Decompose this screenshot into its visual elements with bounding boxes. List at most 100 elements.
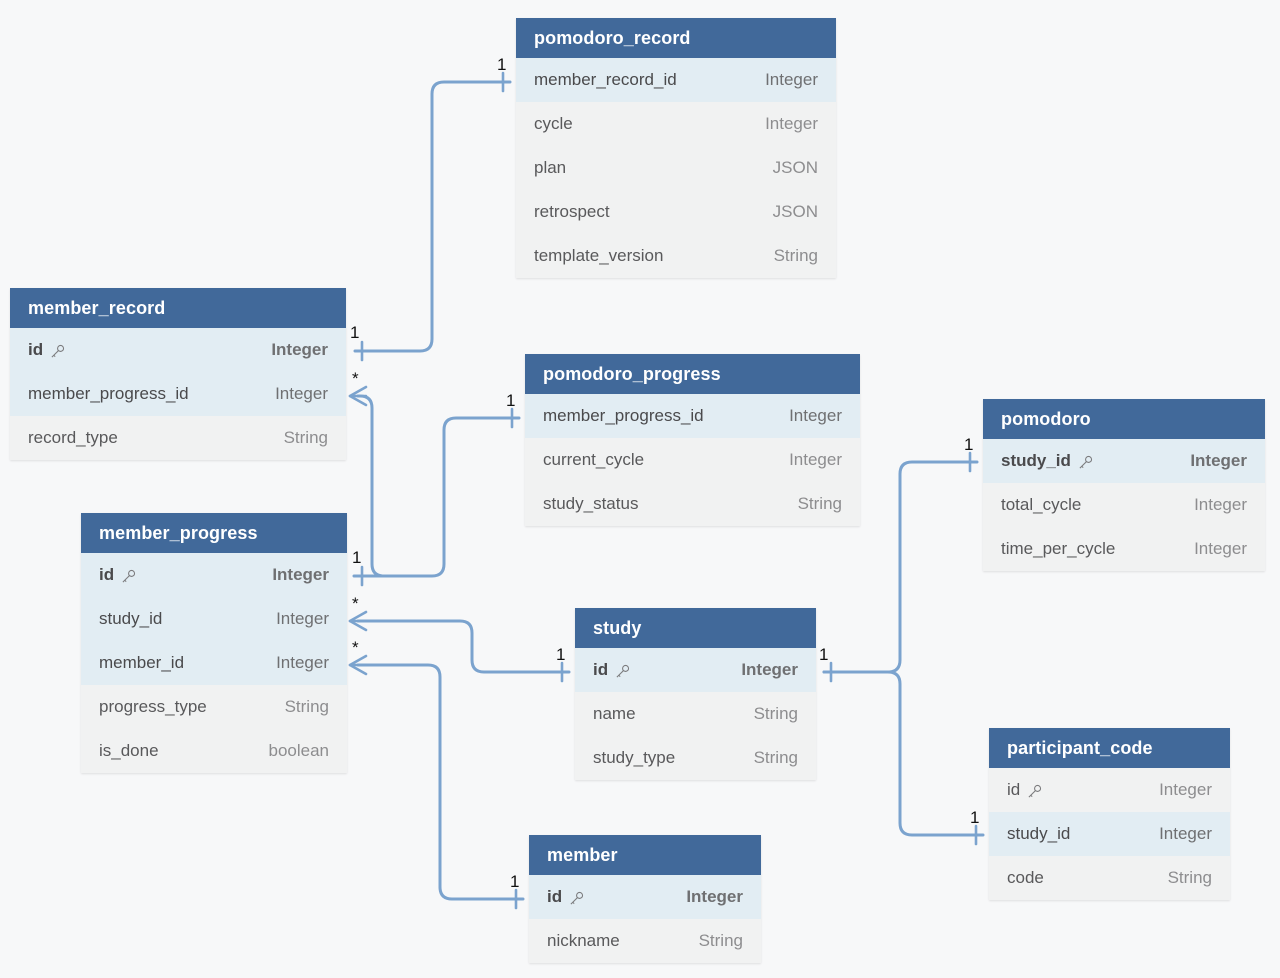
field-type: Integer xyxy=(1159,824,1212,843)
field-type: JSON xyxy=(772,158,818,177)
field-name-label: study_id xyxy=(99,609,163,628)
edge-member_progress-to-study: * 1 xyxy=(348,594,571,683)
key-icon xyxy=(120,568,137,585)
field-name: retrospect xyxy=(534,202,773,222)
field-name: study_id xyxy=(1007,824,1159,844)
field-type: Integer xyxy=(276,609,329,628)
field-type: Integer xyxy=(789,406,842,425)
field-type: String xyxy=(797,494,842,513)
field-name: member_progress_id xyxy=(543,406,789,426)
field-name: member_progress_id xyxy=(28,384,275,404)
field-name-label: is_done xyxy=(99,741,159,760)
field-type: Integer xyxy=(1194,495,1247,514)
entity-field-row[interactable]: study_id Integer xyxy=(81,597,347,641)
field-name-label: study_type xyxy=(593,748,676,767)
field-type: String xyxy=(698,931,743,950)
entity-field-row[interactable]: total_cycle Integer xyxy=(983,483,1265,527)
entity-field-row[interactable]: id Integer xyxy=(81,553,347,597)
field-name: id xyxy=(28,340,271,360)
field-name: name xyxy=(593,704,754,724)
field-name: id xyxy=(99,565,272,585)
field-name-label: cycle xyxy=(534,114,573,133)
field-name: study_id xyxy=(99,609,276,629)
field-name-label: study_id xyxy=(1001,451,1071,470)
entity-field-row[interactable]: id Integer xyxy=(575,648,816,692)
field-name-label: id xyxy=(593,660,609,679)
key-icon xyxy=(1026,783,1043,800)
edge-member_record-to-pomodoro_record: 1 1 xyxy=(350,55,512,362)
field-type: Integer xyxy=(1159,780,1212,799)
field-name: study_status xyxy=(543,494,798,514)
field-type: Integer xyxy=(1194,539,1247,558)
field-name: id xyxy=(593,660,741,680)
cardinality-label: * xyxy=(352,638,359,657)
entity-field-row[interactable]: time_per_cycle Integer xyxy=(983,527,1265,571)
field-name-label: nickname xyxy=(547,931,620,950)
field-name: id xyxy=(547,887,686,907)
field-name-label: name xyxy=(593,704,636,723)
edge-member_progress-to-member: * 1 xyxy=(348,638,525,910)
edge-member_record-to-member_progress: * 1 xyxy=(348,369,386,587)
field-name: progress_type xyxy=(99,697,285,717)
field-name: member_record_id xyxy=(534,70,765,90)
field-type: String xyxy=(1167,868,1212,887)
field-name-label: progress_type xyxy=(99,697,207,716)
field-type: Integer xyxy=(789,450,842,469)
field-name-label: id xyxy=(99,565,115,584)
field-type: Integer xyxy=(272,565,329,584)
field-name-label: total_cycle xyxy=(1001,495,1082,514)
field-name-label: code xyxy=(1007,868,1044,887)
field-name: cycle xyxy=(534,114,765,134)
field-name: current_cycle xyxy=(543,450,789,470)
key-icon xyxy=(49,343,66,360)
field-type: Integer xyxy=(765,114,818,133)
entity-table-title: member xyxy=(529,835,761,875)
field-type: boolean xyxy=(268,741,329,760)
cardinality-label: 1 xyxy=(556,645,565,664)
field-type: Integer xyxy=(741,660,798,679)
entity-field-row[interactable]: nickname String xyxy=(529,919,761,963)
field-type: JSON xyxy=(772,202,818,221)
field-type: String xyxy=(284,697,329,716)
field-name: template_version xyxy=(534,246,774,266)
field-name: code xyxy=(1007,868,1168,888)
field-name-label: time_per_cycle xyxy=(1001,539,1116,558)
cardinality-label: 1 xyxy=(352,548,361,567)
field-name: id xyxy=(1007,780,1159,800)
field-name: is_done xyxy=(99,741,268,761)
entity-field-row[interactable]: progress_type String xyxy=(81,685,347,729)
edge-study-to-participant_code: 1 xyxy=(822,670,985,846)
entity-table-title: pomodoro_record xyxy=(516,18,836,58)
entity-field-row[interactable]: is_done boolean xyxy=(81,729,347,773)
field-name-label: member_progress_id xyxy=(28,384,189,403)
field-name: record_type xyxy=(28,428,284,448)
entity-field-row[interactable]: code String xyxy=(989,856,1230,900)
entity-field-row[interactable]: cycle Integer xyxy=(516,102,836,146)
